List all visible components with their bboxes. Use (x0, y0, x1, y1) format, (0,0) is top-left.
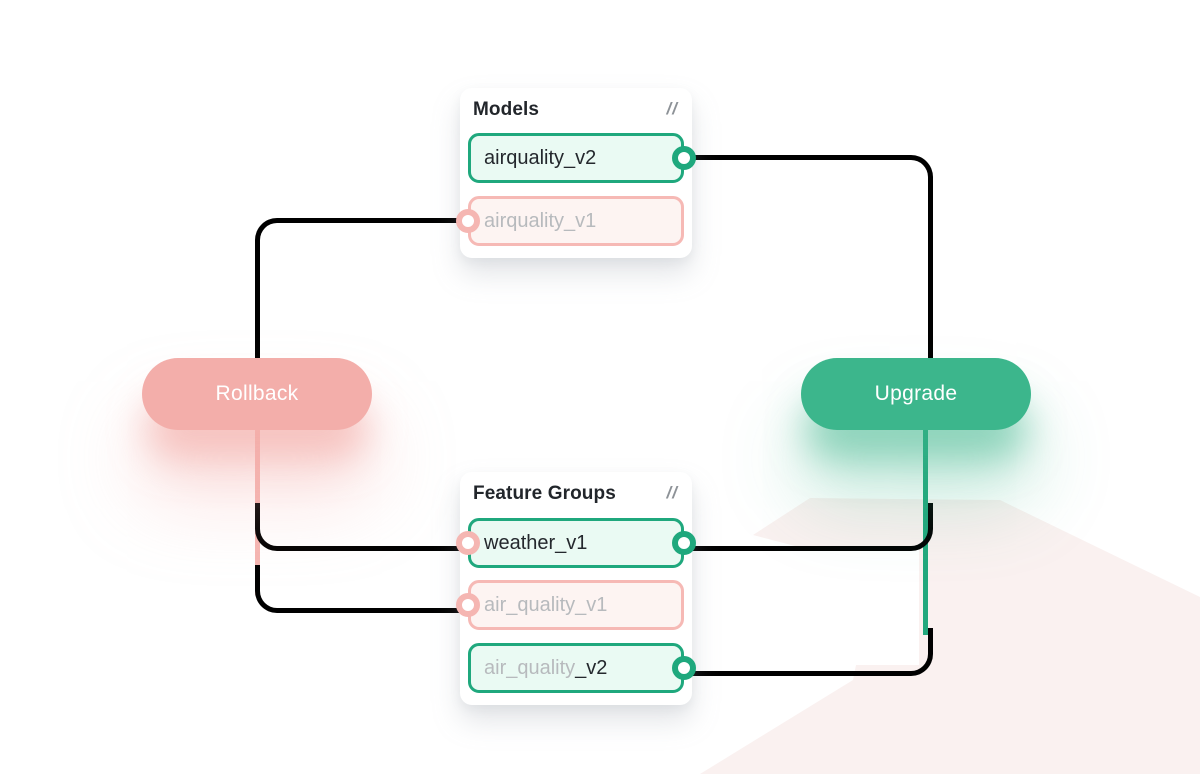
port-weather-v1-left (456, 531, 480, 555)
chip-label-muted-part: air_quality (484, 656, 576, 679)
line-upgrade-vertical (923, 420, 928, 635)
double-slash-icon: // (666, 483, 678, 502)
port-air-quality-v2-right (672, 656, 696, 680)
double-slash-icon: // (666, 99, 678, 118)
rollback-button-label: Rollback (215, 382, 299, 405)
line-rollback-to-weather-v1 (255, 503, 473, 551)
chip-label: weather_v1 (484, 531, 588, 554)
port-weather-v1-right (672, 531, 696, 555)
upgrade-button-label: Upgrade (874, 382, 958, 405)
chip-label: airquality_v1 (484, 209, 597, 232)
feature-chip-weather-v1[interactable]: weather_v1 (468, 518, 684, 568)
line-upgrade-to-air-quality-v2 (684, 628, 933, 676)
model-chip-airquality-v1[interactable]: airquality_v1 (468, 196, 684, 246)
line-rollback-from-airquality-v1 (255, 218, 473, 368)
models-card: Models // airquality_v2 airquality_v1 (460, 88, 692, 258)
line-rollback-to-air-quality-v1 (255, 565, 473, 613)
feature-chip-air-quality-v1[interactable]: air_quality_v1 (468, 580, 684, 630)
port-airquality-v1-left (456, 209, 480, 233)
model-chip-airquality-v2[interactable]: airquality_v2 (468, 133, 684, 183)
chip-label-typed-part: _v2 (575, 656, 608, 679)
line-upgrade-to-weather-v1 (684, 503, 933, 551)
feature-chip-air-quality-v2[interactable]: air_quality_v2 (468, 643, 684, 693)
models-card-title: Models (473, 99, 540, 120)
port-air-quality-v1-left (456, 593, 480, 617)
rollback-button[interactable]: Rollback (142, 358, 372, 430)
feature-groups-card-title: Feature Groups (473, 483, 616, 504)
line-upgrade-from-airquality-v2 (684, 155, 933, 366)
upgrade-button[interactable]: Upgrade (801, 358, 1031, 430)
chip-label: air_quality_v1 (484, 593, 608, 616)
port-airquality-v2-right (672, 146, 696, 170)
feature-groups-card: Feature Groups // weather_v1 air_quality… (460, 472, 692, 705)
chip-label: airquality_v2 (484, 146, 597, 169)
